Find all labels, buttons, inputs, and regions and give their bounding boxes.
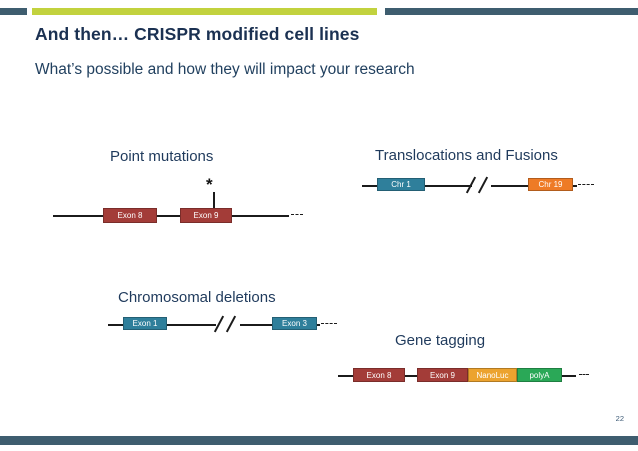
segment-exon-8: Exon 8	[103, 208, 157, 223]
gene-line	[53, 215, 289, 217]
segment-label: Exon 8	[117, 211, 143, 220]
segment-chr-19: Chr 19	[528, 178, 573, 191]
segment-nanoluc: NanoLuc	[468, 368, 517, 382]
segment-label: Exon 8	[366, 370, 392, 380]
section-heading-deletions: Chromosomal deletions	[118, 289, 276, 306]
section-heading-point-mutations: Point mutations	[110, 148, 214, 165]
continuation-dashes	[291, 214, 303, 215]
page-number: 22	[615, 414, 624, 423]
mutation-asterisk: *	[206, 175, 213, 194]
break-slash-icon	[477, 176, 489, 194]
top-bar-green-accent	[32, 8, 377, 15]
segment-label: polyA	[529, 370, 550, 380]
segment-exon-9: Exon 9	[180, 208, 232, 223]
bottom-bar	[0, 436, 638, 445]
break-slash-icon	[225, 315, 237, 333]
segment-label: Exon 9	[430, 370, 455, 380]
segment-polya: polyA	[517, 368, 562, 382]
segment-label: Chr 19	[538, 180, 563, 189]
segment-exon-1: Exon 1	[123, 317, 167, 330]
slide-subtitle: What’s possible and how they will impact…	[35, 61, 415, 78]
segment-label: Exon 9	[193, 211, 219, 220]
segment-label: Chr 1	[391, 180, 411, 189]
segment-label: Exon 1	[132, 319, 158, 328]
top-bar-right-segment	[385, 8, 638, 15]
continuation-dashes	[578, 184, 594, 185]
segment-label: Exon 3	[282, 319, 307, 328]
segment-label: NanoLuc	[476, 370, 509, 380]
continuation-dashes	[579, 374, 589, 375]
top-bar-left-segment	[0, 8, 27, 15]
segment-exon-8: Exon 8	[353, 368, 405, 382]
section-heading-translocations: Translocations and Fusions	[375, 147, 558, 164]
segment-exon-3: Exon 3	[272, 317, 317, 330]
section-heading-gene-tagging: Gene tagging	[395, 332, 486, 349]
segment-exon-9: Exon 9	[417, 368, 468, 382]
slide-title: And then… CRISPR modified cell lines	[35, 24, 360, 44]
continuation-dashes	[321, 323, 337, 324]
segment-chr-1: Chr 1	[377, 178, 425, 191]
asterisk-pointer-line	[213, 192, 215, 208]
